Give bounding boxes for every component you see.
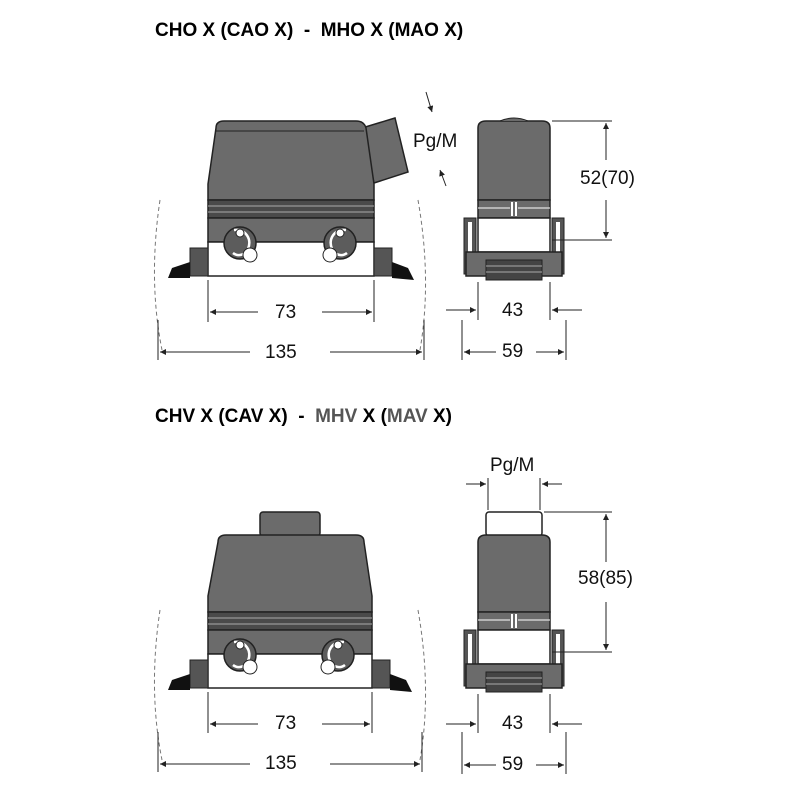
bottom-dim-thread: Pg/M	[490, 455, 535, 476]
top-dim-height: 52(70)	[580, 168, 635, 189]
top-drawing-title: CHO X (CAO X) - MHO X (MAO X)	[155, 20, 464, 41]
bottom-dim-73: 73	[275, 713, 297, 734]
top-dim-59: 59	[502, 341, 524, 362]
bottom-front-dims	[157, 692, 423, 772]
top-dim-135: 135	[265, 342, 297, 363]
bottom-front-view	[153, 511, 427, 761]
bottom-side-dims	[446, 478, 612, 774]
bottom-dim-59: 59	[502, 754, 524, 775]
top-dim-73: 73	[275, 302, 297, 323]
bottom-dim-135: 135	[265, 753, 297, 774]
top-front-dims	[157, 91, 447, 360]
bottom-dim-height: 58(85)	[578, 568, 633, 589]
top-dim-thread: Pg/M	[413, 131, 458, 152]
top-dim-43: 43	[502, 300, 524, 321]
top-side-dims	[446, 120, 612, 360]
bottom-drawing-title: CHV X (CAV X) - MHV X (MAV X)	[155, 406, 452, 427]
bottom-side-view	[463, 511, 565, 693]
top-front-view	[153, 117, 427, 351]
top-side-view	[463, 117, 565, 281]
bottom-dim-43: 43	[502, 713, 524, 734]
